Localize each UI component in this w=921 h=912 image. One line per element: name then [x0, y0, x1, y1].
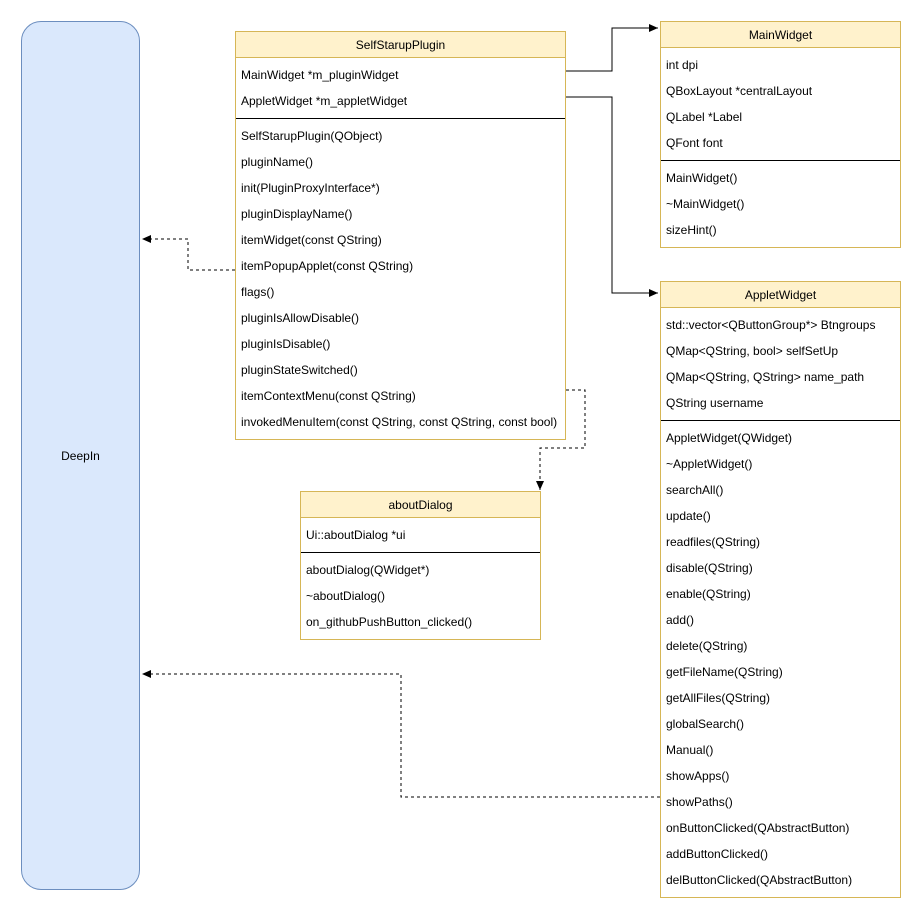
attribute-row: std::vector<QButtonGroup*> Btngroups — [666, 318, 876, 332]
method-row: itemWidget(const QString) — [241, 233, 382, 247]
class-name: aboutDialog — [388, 497, 453, 512]
method-row: pluginIsDisable() — [241, 337, 331, 351]
method-row: enable(QString) — [666, 587, 751, 601]
method-row: showPaths() — [666, 795, 733, 809]
method-row: update() — [666, 509, 711, 523]
method-row: add() — [666, 613, 695, 627]
class-divider — [301, 552, 540, 553]
class-name: AppletWidget — [744, 287, 817, 302]
method-row: disable(QString) — [666, 561, 753, 575]
method-row: addButtonClicked() — [666, 847, 769, 861]
deepin-system-box: DeepIn — [21, 21, 140, 890]
method-list: SelfStarupPlugin(QObject) pluginName() ini… — [236, 119, 565, 439]
method-row: getAllFiles(QString) — [666, 691, 771, 705]
method-list: aboutDialog(QWidget*) ~aboutDialog() on_gi… — [301, 553, 540, 639]
method-row: MainWidget() — [666, 171, 738, 185]
dependency-arrow-plugin-aboutdialog — [536, 389, 586, 490]
attribute-row: QLabel *Label — [666, 110, 743, 124]
attribute-row: QMap<QString, QString> name_path — [666, 370, 865, 384]
method-list: AppletWidget(QWidget) ~AppletWidget() sear… — [661, 421, 900, 897]
method-row: init(PluginProxyInterface*) — [241, 181, 380, 195]
method-row: delete(QString) — [666, 639, 748, 653]
method-row: aboutDialog(QWidget*) — [306, 563, 430, 577]
method-row: pluginIsAllowDisable() — [241, 311, 360, 325]
method-row: pluginStateSwitched() — [241, 363, 358, 377]
dependency-arrow-plugin-deepin — [142, 235, 235, 271]
method-row: pluginDisplayName() — [241, 207, 353, 221]
method-row: delButtonClicked(QAbstractButton) — [666, 873, 853, 887]
class-name: SelfStarupPlugin — [355, 37, 446, 52]
class-header: AppletWidget — [661, 282, 900, 308]
attribute-row: MainWidget *m_pluginWidget — [241, 68, 399, 82]
method-row: on_githubPushButton_clicked() — [306, 615, 473, 629]
class-appletwidget: AppletWidget std::vector<QButtonGroup*> … — [660, 281, 901, 898]
class-divider — [236, 118, 565, 119]
dependency-arrow-appletwidget-deepin — [142, 670, 660, 798]
attribute-row: Ui::aboutDialog *ui — [306, 528, 406, 542]
method-list: MainWidget() ~MainWidget() sizeHint() — [661, 161, 900, 247]
class-header: SelfStarupPlugin — [236, 32, 565, 58]
class-divider — [661, 160, 900, 161]
deepin-label: DeepIn — [61, 448, 100, 463]
method-row: Manual() — [666, 743, 714, 757]
method-row: sizeHint() — [666, 223, 717, 237]
method-row: onButtonClicked(QAbstractButton) — [666, 821, 850, 835]
association-arrow-mainwidget — [566, 24, 658, 72]
attribute-row: QFont font — [666, 136, 723, 150]
method-row: itemContextMenu(const QString) — [241, 389, 416, 403]
method-row: ~MainWidget() — [666, 197, 745, 211]
class-aboutdialog: aboutDialog Ui::aboutDialog *ui aboutDia… — [300, 491, 541, 640]
method-row: getFileName(QString) — [666, 665, 783, 679]
method-row: showApps() — [666, 769, 730, 783]
class-name: MainWidget — [748, 27, 813, 42]
attribute-list: Ui::aboutDialog *ui — [301, 518, 540, 552]
method-row: ~AppletWidget() — [666, 457, 753, 471]
class-header: MainWidget — [661, 22, 900, 48]
method-row: globalSearch() — [666, 717, 745, 731]
method-row: flags() — [241, 285, 275, 299]
attribute-row: QBoxLayout *centralLayout — [666, 84, 813, 98]
class-header: aboutDialog — [301, 492, 540, 518]
class-divider — [661, 420, 900, 421]
method-row: ~aboutDialog() — [306, 589, 386, 603]
method-row: invokedMenuItem(const QString, const QSt… — [241, 415, 558, 429]
attribute-row: int dpi — [666, 58, 699, 72]
method-row: itemPopupApplet(const QString) — [241, 259, 414, 273]
attribute-row: QMap<QString, bool> selfSetUp — [666, 344, 839, 358]
attribute-row: QString username — [666, 396, 764, 410]
class-selfstarupplugin: SelfStarupPlugin MainWidget *m_pluginWid… — [235, 31, 566, 440]
method-row: pluginName() — [241, 155, 314, 169]
method-row: readfiles(QString) — [666, 535, 761, 549]
method-row: searchAll() — [666, 483, 724, 497]
attribute-row: AppletWidget *m_appletWidget — [241, 94, 408, 108]
method-row: SelfStarupPlugin(QObject) — [241, 129, 383, 143]
association-arrow-appletwidget — [566, 96, 658, 297]
method-row: AppletWidget(QWidget) — [666, 431, 793, 445]
